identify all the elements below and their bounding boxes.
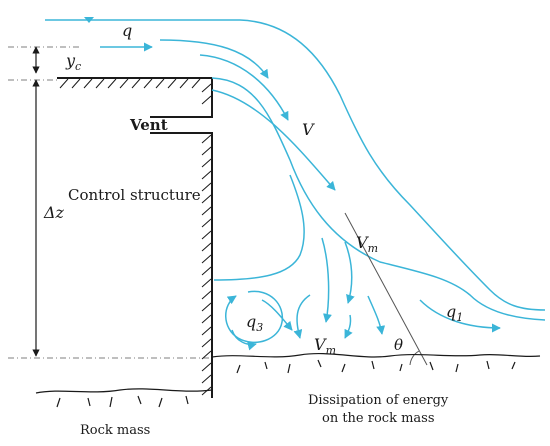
label-rock-mass: Rock mass [80,423,150,438]
label-q3: q3 [246,312,263,334]
jet-angle [344,212,428,366]
reference-lines [8,46,210,359]
streamline-5 [344,241,355,304]
label-vm-upper: Vm [356,233,378,255]
streamline-8 [293,294,311,339]
label-control-structure: Control structure [68,186,201,204]
label-dissipation-line1: Dissipation of energy [308,393,449,408]
label-delta-z: Δz [43,203,65,222]
label-v: V [302,120,315,139]
streamline-2 [199,54,289,121]
upper-nappe [45,19,546,311]
streamline-6 [367,295,386,335]
label-vent: Vent [129,116,168,134]
flow-lines [45,19,546,351]
label-yc: yc [65,51,81,73]
rock-surface [35,352,541,408]
label-vm-lower: Vm [314,335,336,357]
label-q1: q1 [446,302,463,324]
control-structure [57,77,213,398]
label-dissipation-line2: on the rock mass [322,411,435,426]
streamline-1 [159,39,269,79]
streamline-9 [261,299,293,331]
streamline-3 [211,89,336,191]
label-theta: θ [394,336,403,354]
lower-nappe [211,77,546,321]
vortex-q3 [225,290,284,343]
streamline-4 [321,237,332,323]
vortex-q3-inner [231,329,257,351]
streamline-7 [344,314,353,339]
recirculation-top [213,174,305,281]
label-q: q [122,21,132,40]
structure-hatching [59,78,212,396]
flow-arrow-q1 [419,299,501,333]
